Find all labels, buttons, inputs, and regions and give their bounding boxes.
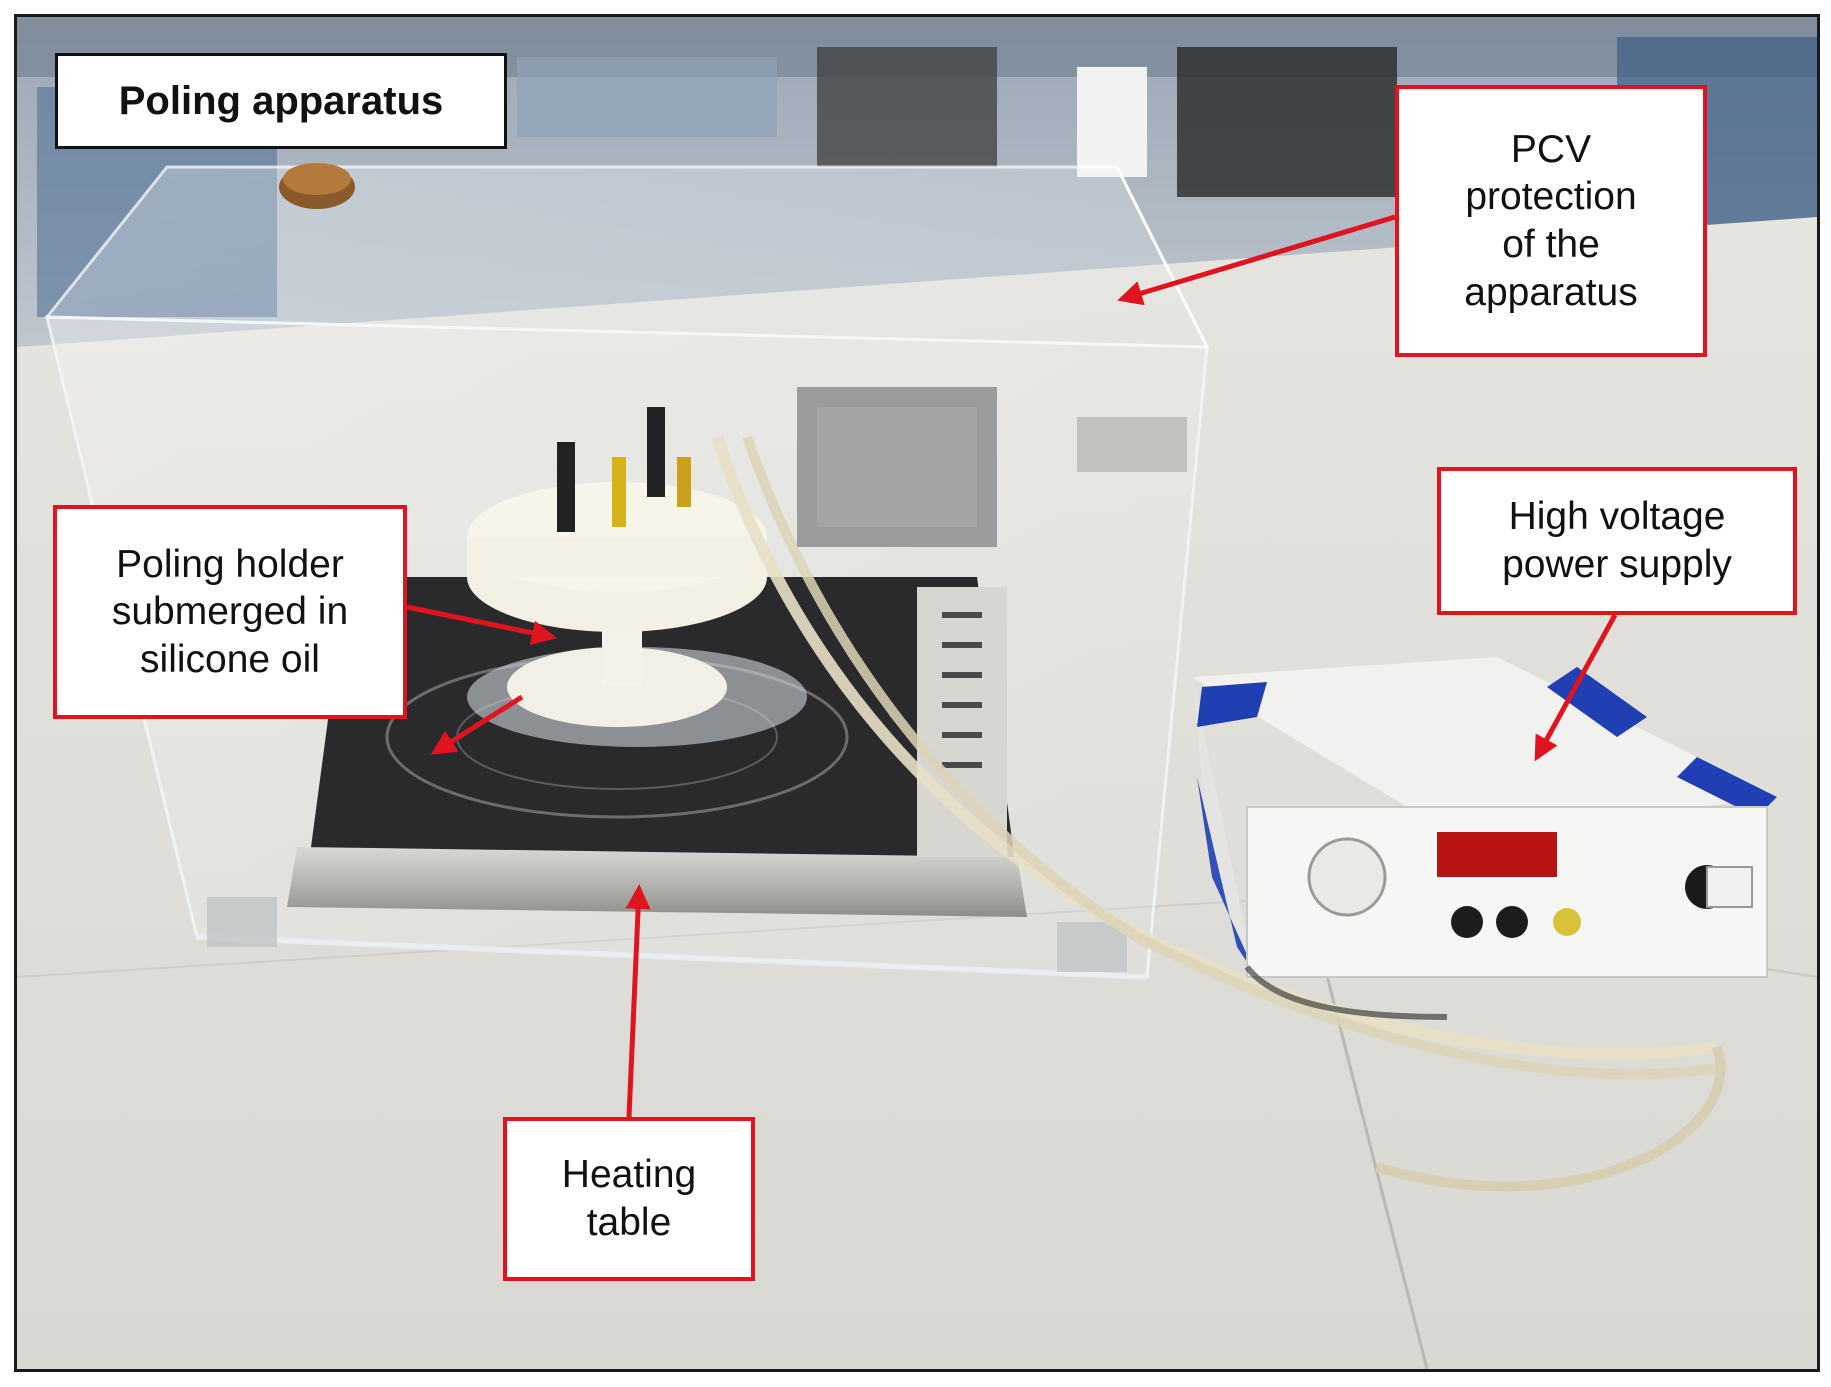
holder-label-line-2: submerged in <box>111 590 349 634</box>
poling-holder-label: Poling holder submerged in silicone oil <box>53 505 407 719</box>
holder-label-line-1: Poling holder <box>116 542 344 586</box>
photo-frame: Poling apparatus PCV protection of the a… <box>14 14 1820 1372</box>
pcv-label-line-4: apparatus <box>1464 270 1638 314</box>
heating-table-label: Heating table <box>503 1117 755 1281</box>
holder-label-line-3: silicone oil <box>140 637 320 681</box>
heating-arrow <box>625 884 651 1118</box>
heating-label-line-2: table <box>586 1201 672 1244</box>
holder-arrow-upper <box>406 604 557 646</box>
hv-arrow <box>1534 613 1618 762</box>
figure-title-text: Poling apparatus <box>118 78 444 123</box>
background-device <box>817 47 997 167</box>
annotation-arrows <box>406 214 1618 1118</box>
poling-holder <box>467 407 807 747</box>
holder-arrow-lower <box>430 694 524 755</box>
pcv-arrow <box>1117 214 1396 306</box>
figure-title: Poling apparatus <box>55 53 507 149</box>
heating-label-line-1: Heating <box>561 1153 697 1197</box>
background-rack <box>1177 47 1397 197</box>
high-voltage-supply-label: High voltage power supply <box>1437 467 1797 615</box>
hv-label-line-1: High voltage <box>1508 495 1726 539</box>
pcv-label-line-3: of the <box>1502 223 1600 266</box>
power-supply-display <box>1437 832 1557 877</box>
lab-photo <box>17 17 1817 1369</box>
background-bottle <box>1077 67 1147 177</box>
hinge-bracket <box>1077 417 1187 472</box>
pcv-label-line-2: protection <box>1465 175 1637 219</box>
pcv-label-line-1: PCV <box>1510 127 1592 171</box>
hv-label-line-2: power supply <box>1502 543 1732 586</box>
power-supply <box>1192 657 1777 978</box>
pcv-protection-label: PCV protection of the apparatus <box>1395 85 1707 357</box>
power-supply-knob <box>1307 837 1387 917</box>
